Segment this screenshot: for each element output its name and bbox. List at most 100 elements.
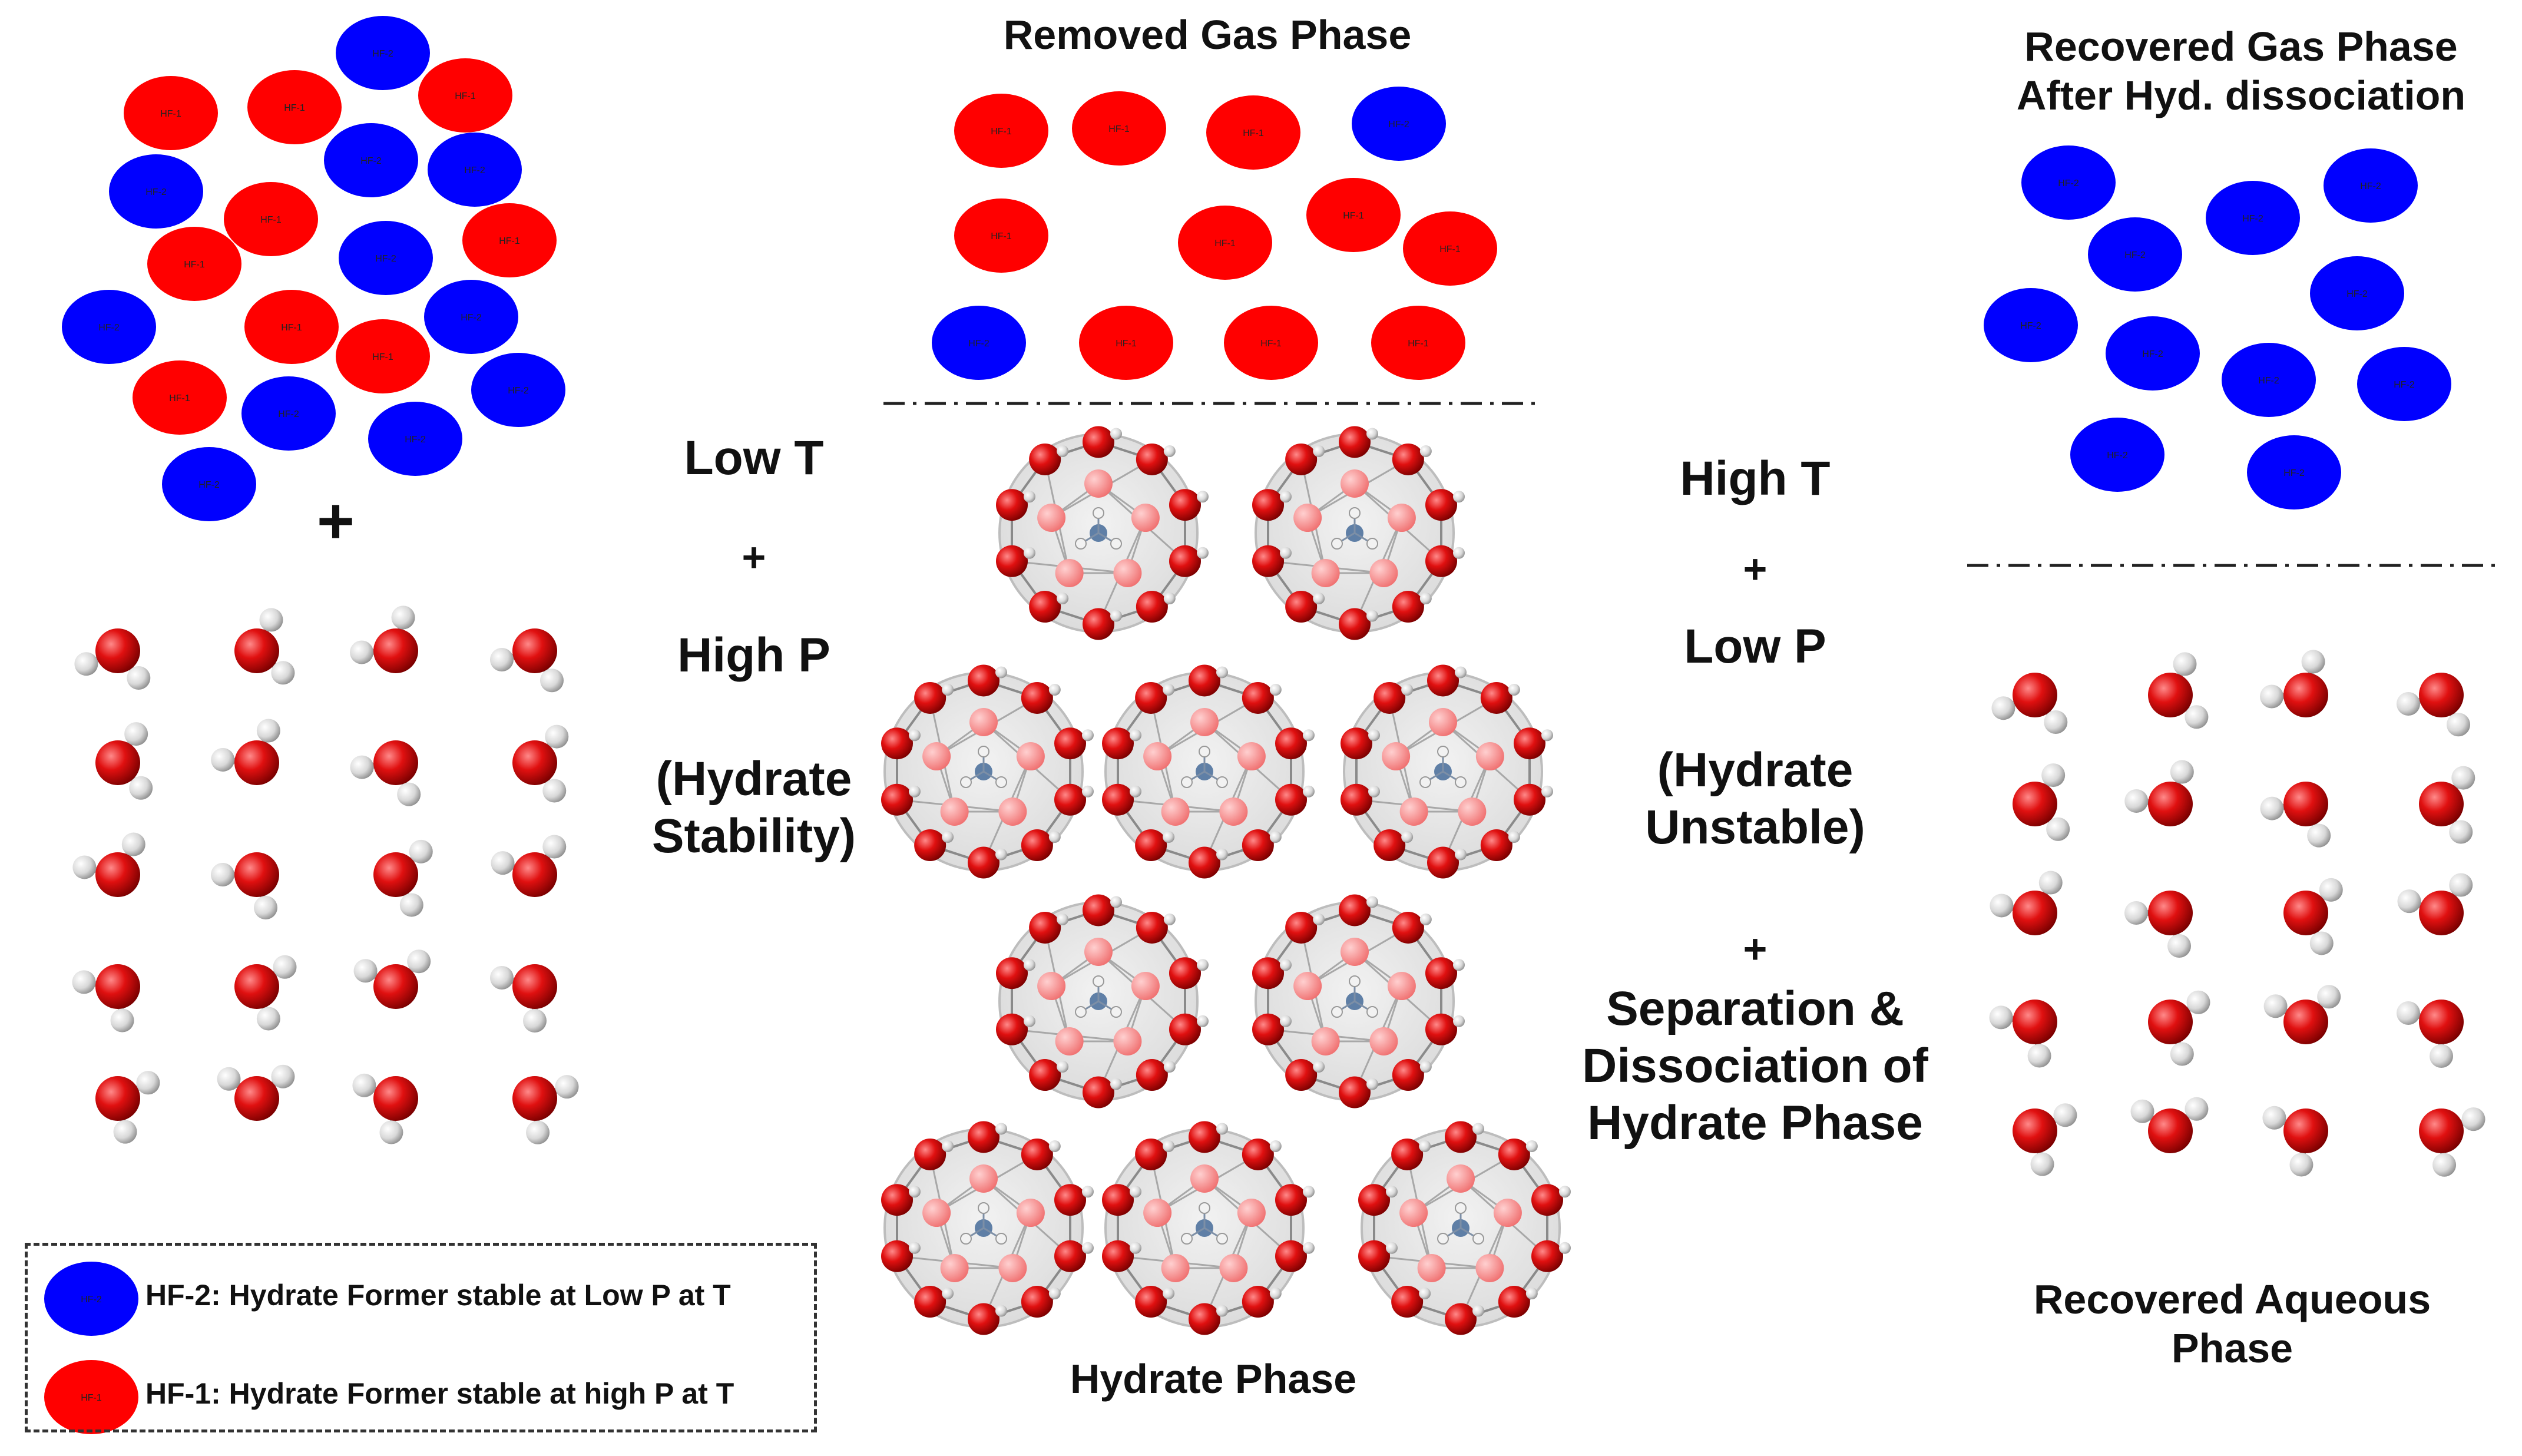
svg-text:HF-2: HF-2	[2124, 250, 2146, 260]
low-t-label: Low T	[684, 431, 824, 485]
feed-molecule-hf2: HF-2	[62, 290, 156, 364]
svg-text:HF-1: HF-1	[169, 393, 190, 403]
recovered-gas-molecule-hf2: HF-2	[2070, 418, 2164, 492]
legend-hf1-text: HF-1: Hydrate Former stable at high P at…	[145, 1377, 734, 1410]
recovered-gas-molecule-hf2: HF-2	[2222, 343, 2316, 417]
feed-molecule-hf1: HF-1	[462, 203, 557, 277]
svg-text:HF-1: HF-1	[455, 91, 476, 101]
hydrate-stability-label: (Hydrate Stability)	[613, 751, 895, 865]
svg-text:HF-2: HF-2	[508, 386, 529, 396]
legend-swatch-molecule-hf2: HF-2	[44, 1262, 138, 1336]
low-p-label: Low P	[1684, 620, 1826, 673]
svg-text:HF-2: HF-2	[2058, 178, 2079, 188]
high-p-label: High P	[677, 628, 830, 682]
svg-text:HF-1: HF-1	[81, 1393, 102, 1403]
hydrate-phase-hydrate-cage	[1102, 664, 1315, 879]
hydrate-unstable-line-1: (Hydrate	[1657, 743, 1854, 797]
feed-aqueous-water-molecule	[350, 740, 421, 806]
recovered-gas-molecule-hf2: HF-2	[2357, 347, 2451, 421]
feed-aqueous-water-molecule	[74, 628, 151, 690]
feed-aqueous-water-molecule	[217, 1064, 295, 1121]
svg-text:HF-2: HF-2	[2360, 181, 2381, 191]
hydrate-phase-hydrate-cage	[1341, 664, 1553, 879]
feed-molecule-hf1: HF-1	[247, 70, 342, 144]
svg-text:HF-2: HF-2	[198, 480, 220, 490]
hydrate-phase-hydrate-cage	[1252, 426, 1465, 640]
recovered-aqueous-water-molecule	[2148, 652, 2209, 729]
feed-aqueous-water-molecule	[95, 722, 153, 800]
feed-aqueous-water-molecule	[352, 1073, 418, 1144]
feed-aqueous-water-molecule	[72, 832, 145, 897]
recovered-gas-phase-title: Recovered Gas Phase After Hyd. dissociat…	[1967, 22, 2515, 120]
recovered-aqueous-water-molecule	[2124, 760, 2194, 826]
recovered-gas-molecule-hf2: HF-2	[2324, 148, 2418, 223]
feed-molecule-hf1: HF-1	[244, 290, 339, 364]
hydrate-stability-line-1: (Hydrate	[656, 752, 852, 806]
svg-text:HF-2: HF-2	[2020, 321, 2041, 331]
recovered-aqueous-water-molecule	[1990, 871, 2063, 935]
svg-text:HF-1: HF-1	[184, 260, 205, 270]
svg-text:HF-1: HF-1	[1260, 339, 1282, 349]
svg-text:HF-2: HF-2	[2346, 289, 2368, 299]
recovered-aqueous-water-molecule	[2013, 763, 2070, 841]
high-t-label: High T	[1680, 452, 1831, 505]
recovered-aqueous-water-molecule	[2283, 878, 2343, 955]
feed-aqueous-water-molecule	[373, 839, 433, 917]
removed-gas-molecule-hf1: HF-1	[1224, 306, 1318, 380]
svg-text:HF-1: HF-1	[160, 109, 181, 119]
recovered-gas-line-1: Recovered Gas Phase	[2024, 24, 2458, 70]
removed-gas-molecule-hf1: HF-1	[954, 198, 1048, 273]
svg-text:HF-1: HF-1	[991, 127, 1012, 137]
feed-molecule-hf1: HF-1	[336, 319, 430, 393]
svg-text:HF-2: HF-2	[360, 156, 382, 166]
removed-gas-molecule-hf1: HF-1	[1306, 178, 1401, 252]
legend-swatch-molecule-hf1: HF-1	[44, 1360, 138, 1434]
recovered-aqueous-water-molecule	[2148, 990, 2210, 1066]
recovered-aqueous-water-molecule	[2397, 873, 2473, 935]
feed-molecule-hf2: HF-2	[336, 16, 430, 90]
svg-text:HF-2: HF-2	[2394, 380, 2415, 390]
svg-text:HF-2: HF-2	[2142, 349, 2163, 359]
svg-text:HF-2: HF-2	[461, 313, 482, 323]
feed-molecule-hf2: HF-2	[109, 154, 203, 229]
recovered-aqueous-water-molecule	[2262, 1106, 2328, 1177]
feed-molecule-hf1: HF-1	[147, 227, 241, 301]
recovered-aqueous-water-molecule	[2130, 1097, 2209, 1153]
feed-aqueous-water-molecule	[211, 852, 279, 920]
recovered-aqueous-water-molecule	[2013, 1103, 2077, 1176]
feed-molecule-hf1: HF-1	[418, 58, 512, 133]
svg-text:HF-1: HF-1	[372, 352, 393, 362]
removed-gas-phase-title: Removed Gas Phase	[1003, 12, 1412, 58]
removed-gas-molecule-hf1: HF-1	[1072, 91, 1166, 166]
hydrate-phase-title: Hydrate Phase	[1070, 1356, 1357, 1402]
hydrate-phase-hydrate-cage	[881, 664, 1094, 879]
recovered-gas-molecule-hf2: HF-2	[2106, 316, 2200, 391]
recovered-aqueous-water-molecule	[2263, 985, 2341, 1044]
svg-text:HF-2: HF-2	[968, 339, 989, 349]
hydrate-phase-hydrate-cage	[1102, 1121, 1315, 1335]
removed-gas-molecule-hf2: HF-2	[932, 306, 1026, 380]
svg-text:HF-2: HF-2	[278, 409, 299, 419]
svg-text:HF-2: HF-2	[145, 187, 167, 197]
svg-text:HF-2: HF-2	[1388, 120, 1409, 130]
removed-gas-molecule-hf1: HF-1	[1403, 211, 1497, 286]
recovered-gas-molecule-hf2: HF-2	[2021, 145, 2116, 220]
feed-aqueous-water-molecule	[491, 835, 567, 897]
feed-aqueous-water-molecule	[350, 605, 418, 673]
recovered-aqueous-line-1: Recovered Aqueous	[2033, 1276, 2431, 1322]
svg-text:HF-2: HF-2	[2283, 468, 2305, 478]
feed-aqueous-water-molecule	[234, 608, 295, 685]
plus-1: +	[742, 534, 766, 580]
feed-aqueous-water-molecule	[512, 1075, 579, 1144]
feed-molecule-hf1: HF-1	[133, 360, 227, 435]
feed-molecule-hf2: HF-2	[428, 133, 522, 207]
feed-aqueous-water-molecule	[211, 719, 280, 785]
removed-gas-molecule-hf2: HF-2	[1352, 87, 1446, 161]
hydrate-stability-line-2: Stability)	[651, 809, 856, 863]
svg-text:HF-1: HF-1	[1408, 339, 1429, 349]
svg-text:HF-1: HF-1	[991, 231, 1012, 241]
svg-text:HF-1: HF-1	[1343, 211, 1364, 221]
feed-aqueous-water-molecule	[489, 628, 564, 693]
